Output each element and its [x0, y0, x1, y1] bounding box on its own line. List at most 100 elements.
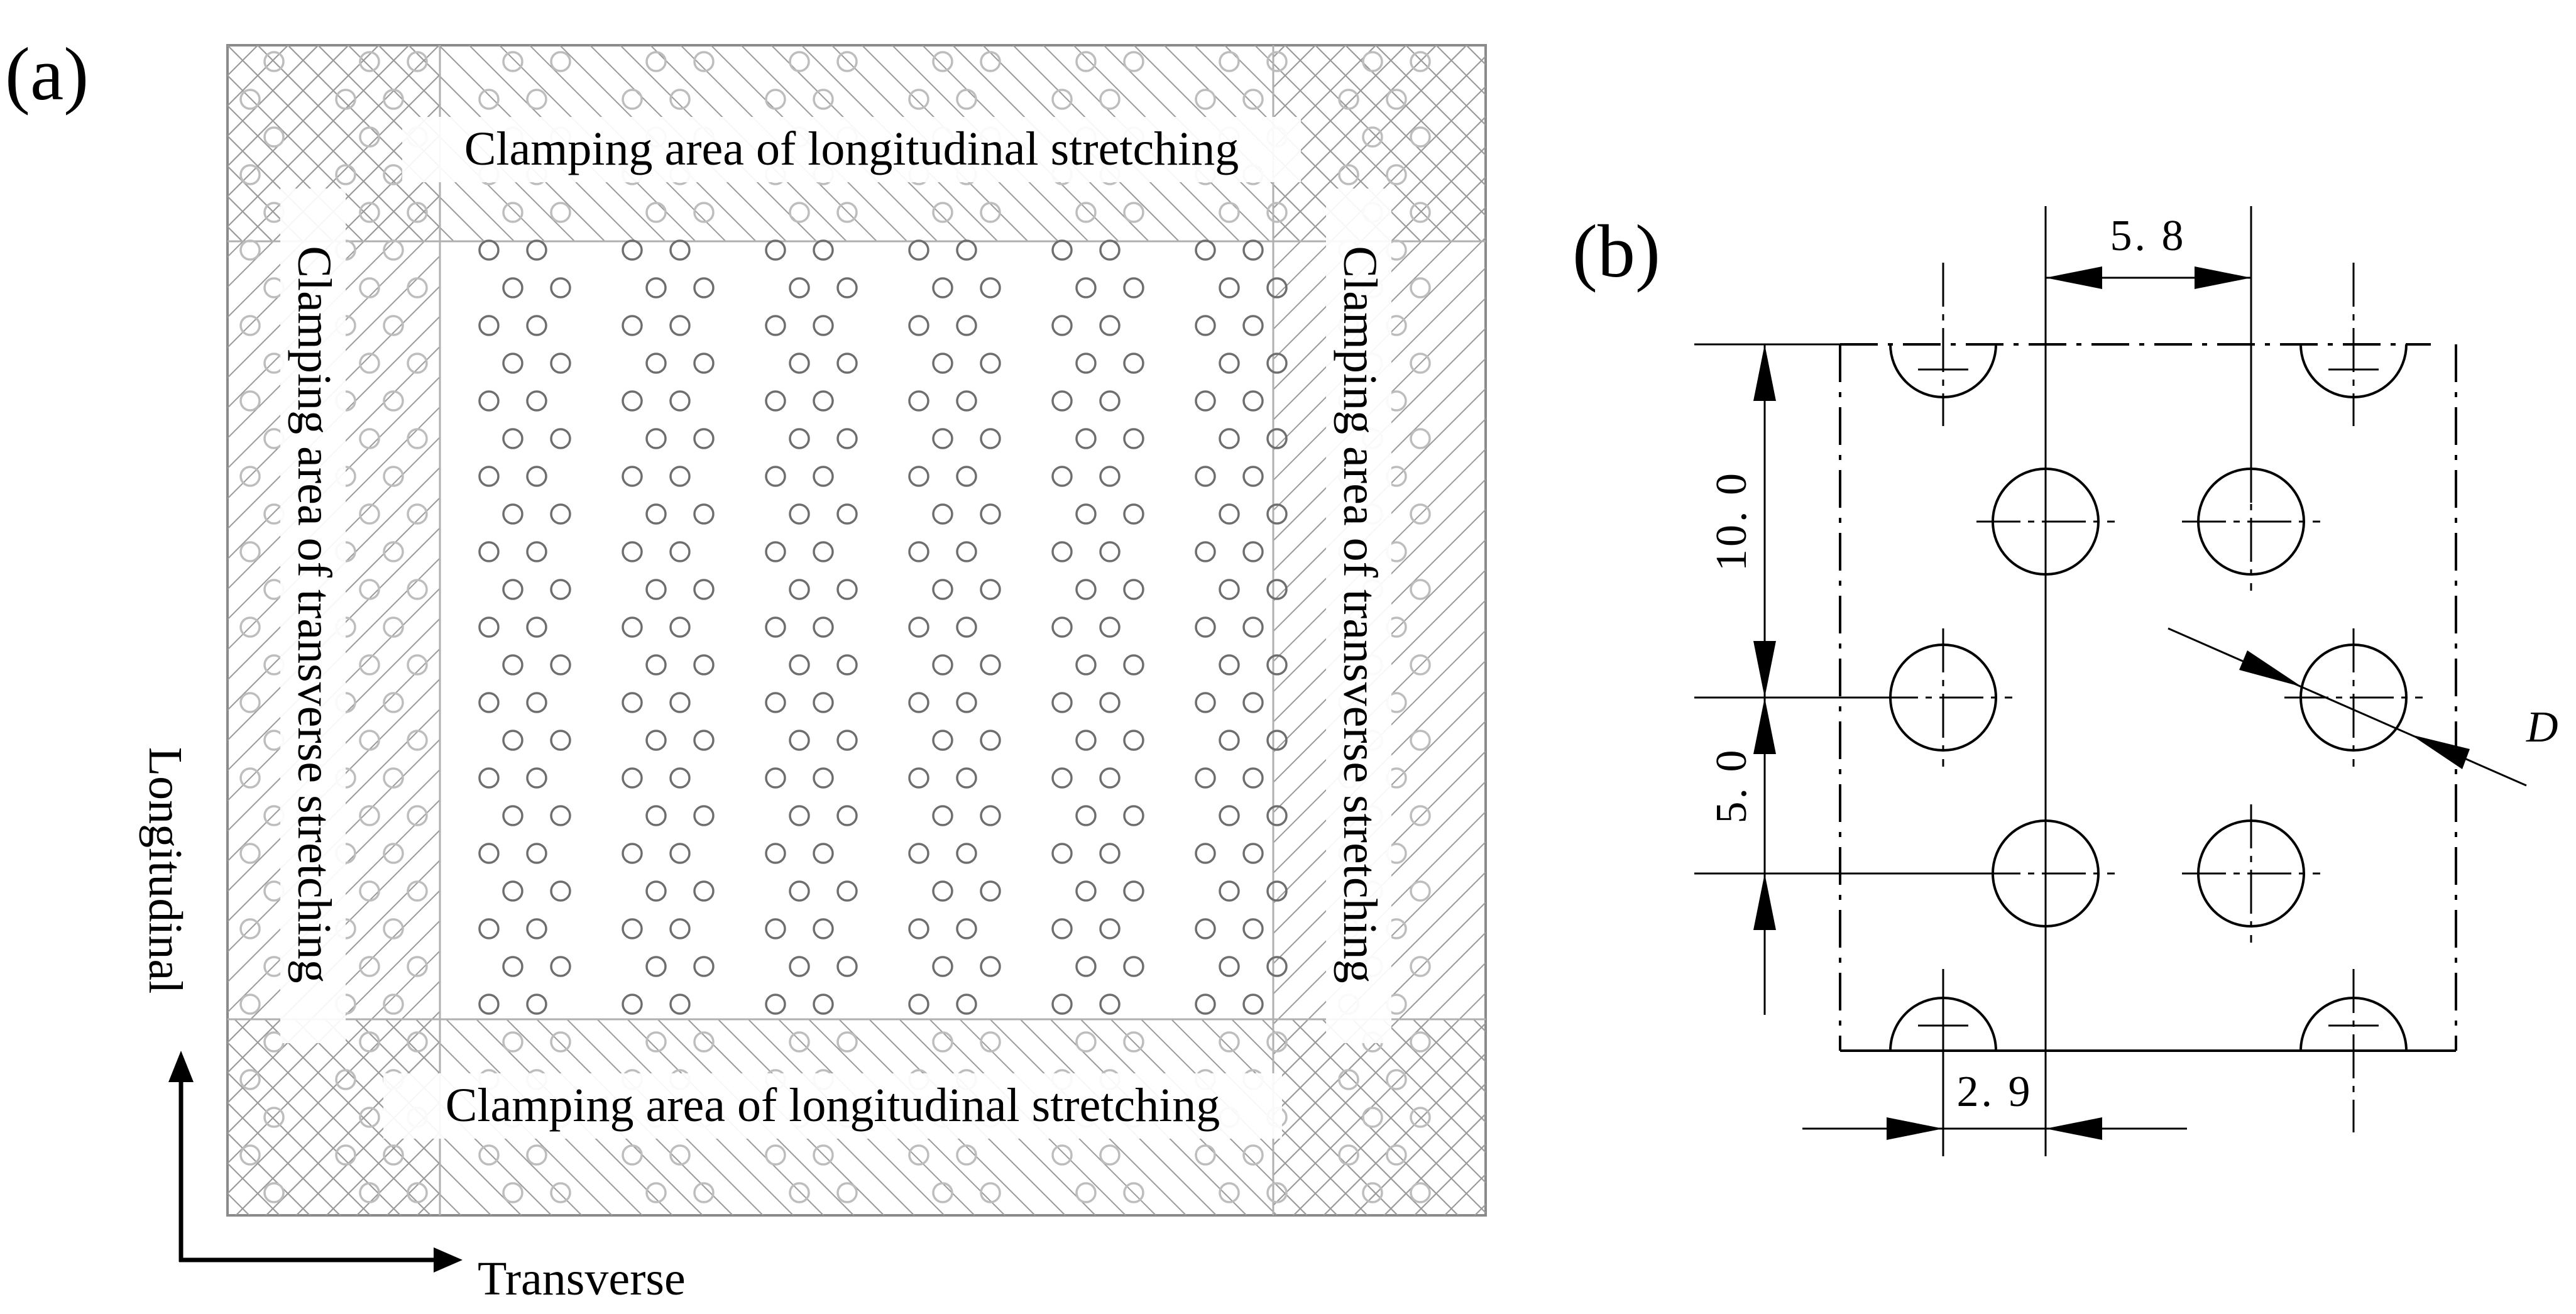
hole — [383, 767, 404, 789]
hole — [239, 315, 261, 336]
hole — [980, 353, 1001, 374]
hole — [359, 1182, 380, 1203]
hole — [669, 466, 691, 487]
hole — [407, 277, 428, 298]
hole — [407, 880, 428, 902]
clamp-bottom-label: Clamping area of longitudinal stretching — [446, 1079, 1220, 1132]
hole — [407, 1182, 428, 1203]
hole — [239, 1069, 261, 1090]
hole — [1219, 277, 1240, 298]
hole — [908, 390, 929, 412]
hole — [550, 51, 571, 72]
axis-transverse-label: Transverse — [478, 1252, 686, 1305]
hole — [1123, 956, 1144, 977]
hole — [1195, 918, 1216, 939]
hole — [908, 843, 929, 864]
hole — [622, 315, 643, 336]
hole — [836, 353, 858, 374]
hole — [908, 616, 929, 638]
band-boundaries — [227, 45, 1486, 1215]
hole — [550, 503, 571, 525]
hole — [1075, 1182, 1097, 1203]
hole — [359, 1107, 380, 1128]
hole — [932, 579, 953, 600]
hole — [669, 843, 691, 864]
hole — [645, 654, 667, 676]
hole — [813, 616, 834, 638]
hole — [478, 466, 500, 487]
half-hole — [2299, 969, 2408, 1132]
hole — [239, 466, 261, 487]
hole — [1410, 126, 1431, 148]
hole — [836, 1031, 858, 1053]
hole — [1195, 89, 1216, 110]
dim-diameter — [2168, 627, 2527, 787]
hole-circle — [2182, 804, 2320, 943]
axis-longitudinal-label: Longitudinal — [139, 747, 192, 994]
hole — [1338, 164, 1359, 185]
hole — [1410, 202, 1431, 223]
hole — [526, 843, 547, 864]
hole — [980, 956, 1001, 977]
hole — [1051, 239, 1073, 261]
hole — [359, 503, 380, 525]
dim-offset-x — [1802, 1117, 2187, 1140]
hole — [526, 918, 547, 939]
extension-lines — [1694, 206, 2252, 1156]
hole — [526, 692, 547, 713]
hole — [669, 89, 691, 110]
hole — [359, 730, 380, 751]
hole — [980, 579, 1001, 600]
hole — [765, 994, 786, 1015]
hole — [1266, 353, 1288, 374]
hole — [908, 692, 929, 713]
hole — [478, 89, 500, 110]
hole — [836, 730, 858, 751]
hole — [908, 767, 929, 789]
hole — [502, 956, 523, 977]
hole — [1242, 89, 1264, 110]
hole-circle — [1976, 804, 2115, 943]
hole — [1219, 428, 1240, 449]
hole — [1123, 730, 1144, 751]
axis-arrows — [168, 1051, 463, 1273]
hole — [645, 730, 667, 751]
hole — [693, 1182, 715, 1203]
hole — [622, 692, 643, 713]
hole — [1266, 503, 1288, 525]
hole — [526, 390, 547, 412]
hole — [1123, 805, 1144, 826]
hole — [1195, 616, 1216, 638]
hole — [1075, 730, 1097, 751]
hole — [335, 1144, 356, 1166]
hole — [526, 89, 547, 110]
hole — [407, 503, 428, 525]
hole — [359, 428, 380, 449]
hole — [645, 956, 667, 977]
hole — [1219, 579, 1240, 600]
hole — [956, 1144, 977, 1166]
hole — [1386, 164, 1407, 185]
longitudinal-arrowhead — [168, 1051, 194, 1082]
hole — [478, 616, 500, 638]
hole — [956, 692, 977, 713]
hole — [1075, 654, 1097, 676]
hole — [1242, 390, 1264, 412]
hole — [1099, 918, 1121, 939]
hole — [645, 428, 667, 449]
hole — [622, 843, 643, 864]
hole — [813, 1144, 834, 1166]
hole — [1099, 541, 1121, 562]
hole — [383, 315, 404, 336]
hole — [693, 654, 715, 676]
hole — [1266, 654, 1288, 676]
hole — [669, 239, 691, 261]
hole — [669, 390, 691, 412]
hole — [693, 579, 715, 600]
hole — [956, 315, 977, 336]
hole — [956, 918, 977, 939]
hole — [1386, 1144, 1407, 1166]
hole — [1410, 1107, 1431, 1128]
hole — [359, 579, 380, 600]
hole — [1266, 202, 1288, 223]
